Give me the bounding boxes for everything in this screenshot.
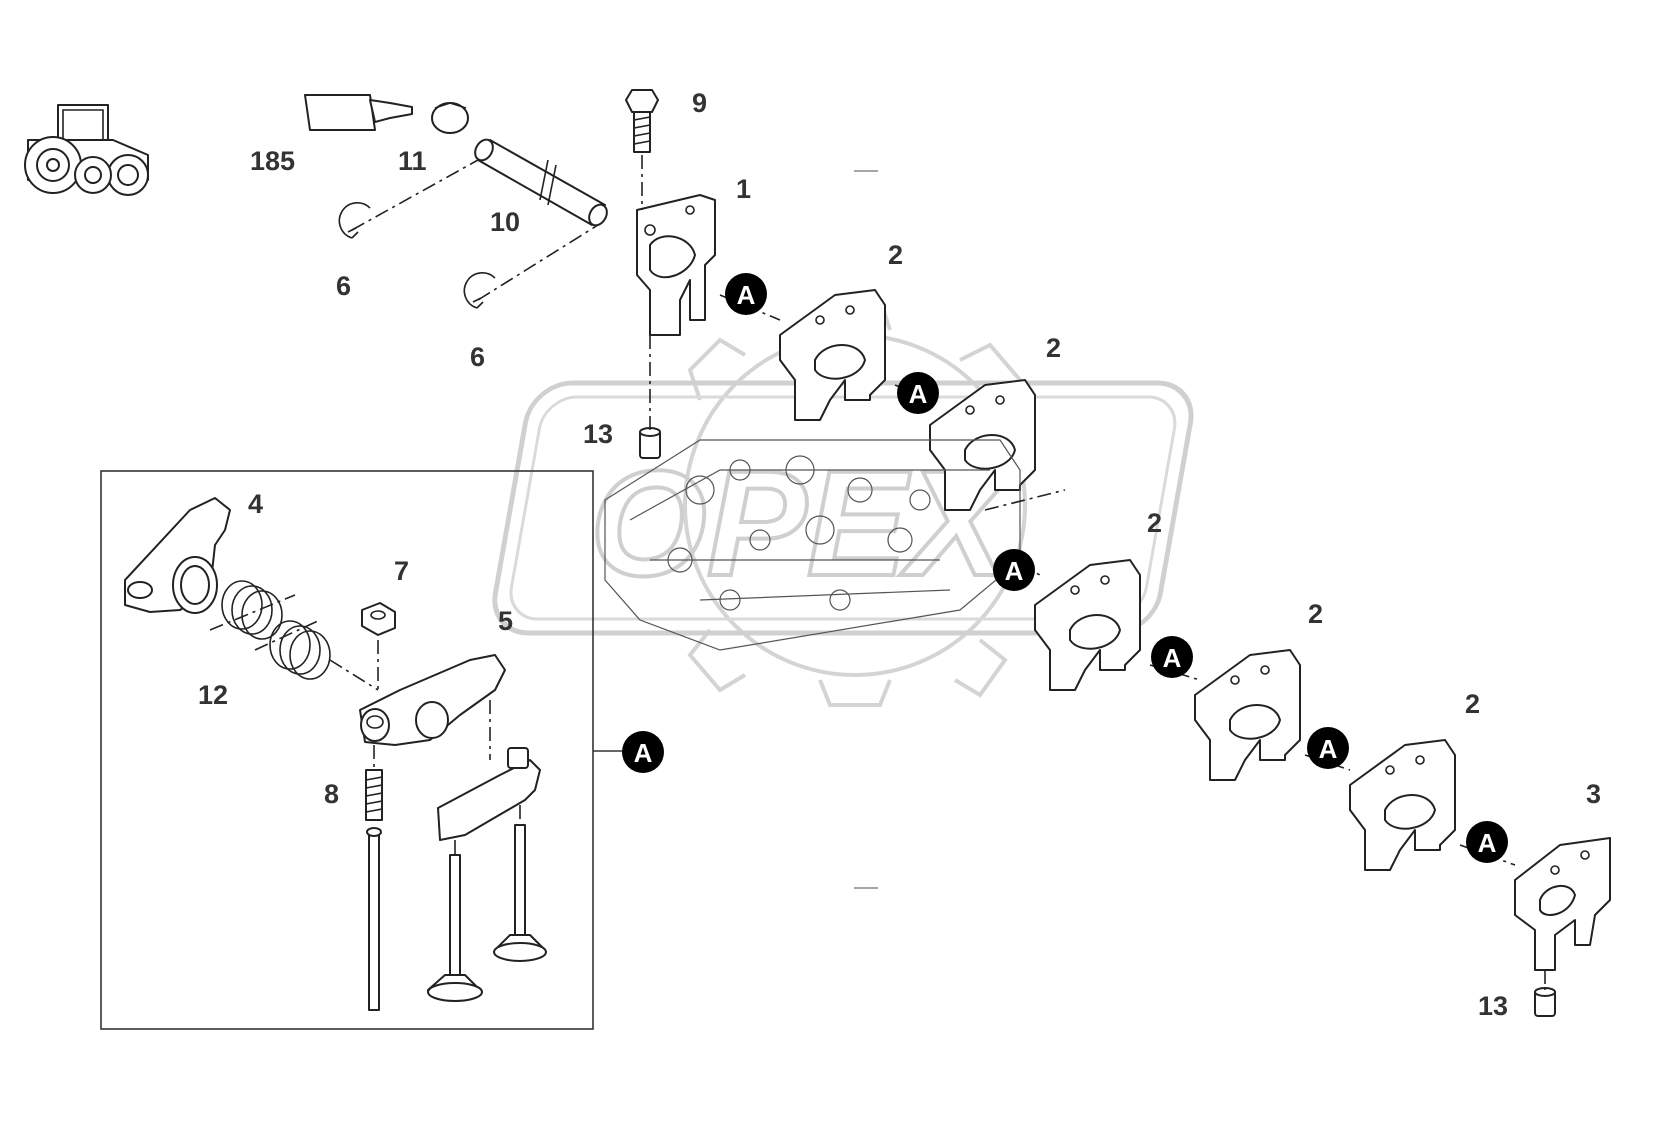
callout-2-e: 2 — [1465, 689, 1480, 719]
callout-12: 12 — [198, 680, 228, 710]
valve-bridge — [437, 747, 541, 841]
badge-a-3: A — [993, 549, 1035, 591]
support-bracket-2e — [1349, 739, 1456, 871]
valve-2 — [493, 824, 547, 962]
support-bracket-front — [636, 194, 716, 336]
callout-13-a: 13 — [583, 419, 613, 449]
badge-a-detail: A — [622, 731, 664, 773]
plug-13-upper — [639, 427, 661, 459]
callout-2-c: 2 — [1147, 508, 1162, 538]
circlip-1 — [338, 202, 371, 239]
callout-5: 5 — [498, 606, 513, 636]
svg-text:A: A — [1319, 734, 1338, 764]
plug — [431, 102, 469, 134]
adjusting-screw-8 — [365, 769, 383, 821]
callout-3: 3 — [1586, 779, 1601, 809]
callout-4: 4 — [248, 489, 263, 519]
support-bracket-2a — [779, 289, 886, 421]
badges: A A A A A A A — [622, 273, 1508, 863]
rocker-arm-5 — [359, 654, 506, 746]
callout-6-a: 6 — [336, 271, 351, 301]
callout-185: 185 — [250, 146, 295, 176]
rocker-shaft — [474, 138, 608, 227]
callout-2-d: 2 — [1308, 599, 1323, 629]
circlip-2 — [463, 272, 496, 309]
svg-text:A: A — [1478, 828, 1497, 858]
callout-2-b: 2 — [1046, 333, 1061, 363]
spring-12-b — [269, 620, 331, 680]
badge-a-1: A — [725, 273, 767, 315]
callout-8: 8 — [324, 779, 339, 809]
callout-10: 10 — [490, 207, 520, 237]
support-bracket-2c — [1034, 559, 1141, 691]
sealant-tube — [304, 94, 413, 131]
support-bracket-rear — [1514, 837, 1611, 971]
valve-1 — [427, 854, 483, 1002]
svg-text:A: A — [737, 280, 756, 310]
svg-text:A: A — [1005, 556, 1024, 586]
tractor-icon — [24, 104, 149, 196]
push-rod — [366, 827, 382, 1011]
callout-2-a: 2 — [888, 240, 903, 270]
cylinder-head — [604, 439, 1021, 651]
callout-1: 1 — [736, 174, 751, 204]
spring-12-a — [221, 580, 283, 640]
badge-a-4: A — [1151, 636, 1193, 678]
detail-box — [100, 470, 594, 1030]
callout-6-b: 6 — [470, 342, 485, 372]
callout-13-b: 13 — [1478, 991, 1508, 1021]
badge-a-6: A — [1466, 821, 1508, 863]
plug-13-lower — [1534, 987, 1556, 1017]
badge-a-2: A — [897, 372, 939, 414]
callout-7: 7 — [394, 556, 409, 586]
bolt — [625, 89, 659, 153]
callout-11: 11 — [398, 146, 427, 176]
svg-text:A: A — [634, 738, 653, 768]
callout-9: 9 — [692, 88, 707, 118]
svg-text:A: A — [1163, 643, 1182, 673]
badge-a-5: A — [1307, 727, 1349, 769]
support-bracket-2d — [1194, 649, 1301, 781]
nut-7 — [361, 602, 396, 636]
callouts: 185 11 9 1 10 6 6 2 2 2 2 2 13 13 4 7 5 … — [198, 88, 1601, 1021]
rocker-arm-4 — [124, 497, 231, 614]
svg-text:A: A — [909, 379, 928, 409]
